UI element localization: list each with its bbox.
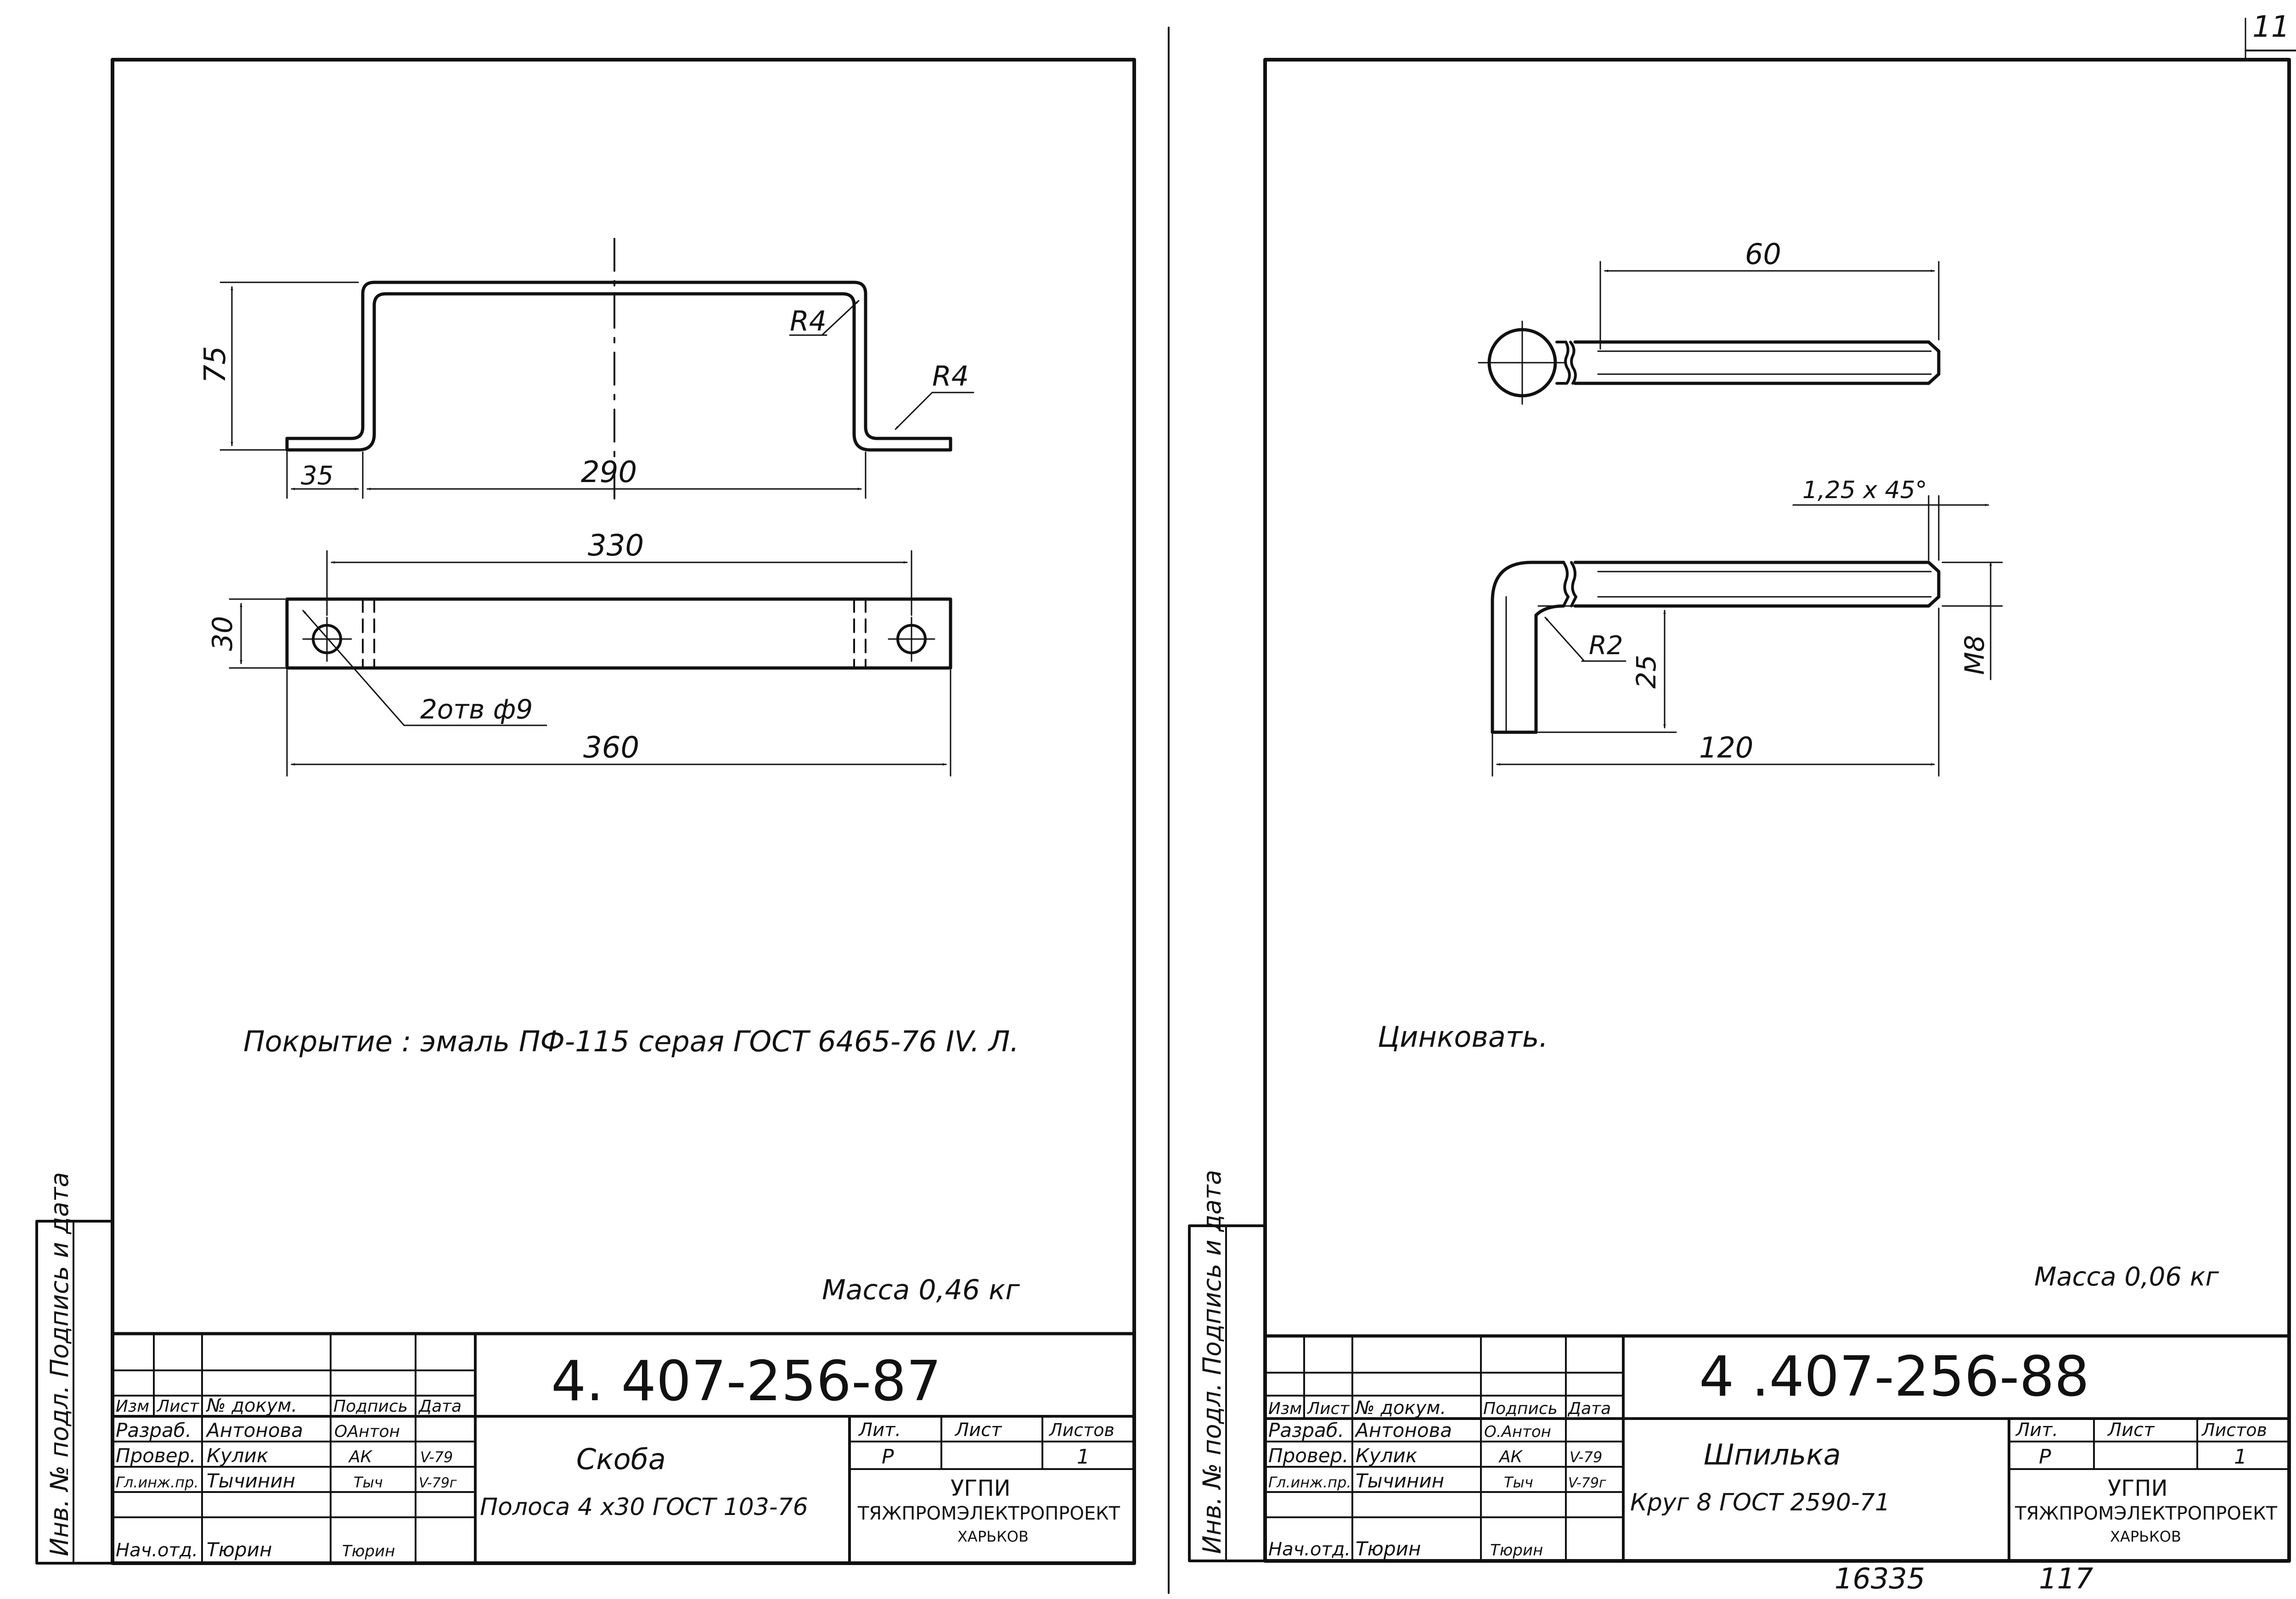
- left-row5-role: Нач.отд.: [116, 1540, 198, 1561]
- right-city: ХАРЬКОВ: [2110, 1528, 2181, 1545]
- dim-leg: 25: [1631, 655, 1662, 689]
- left-note: Покрытие : эмаль ПФ-115 серая ГОСТ 6465-…: [243, 1025, 1019, 1058]
- left-row3-date: V-79г: [419, 1475, 457, 1491]
- dim-flange: 35: [301, 461, 333, 491]
- dim-strip-width: 30: [207, 616, 239, 651]
- dim-thread-length: 60: [1745, 237, 1781, 271]
- right-row2-sign: АК: [1498, 1448, 1523, 1466]
- right-row5-sign: Тюрин: [1490, 1541, 1543, 1560]
- left-row3-person: Тычинин: [207, 1470, 295, 1492]
- right-head-doc: № докум.: [1355, 1397, 1446, 1419]
- right-designation: 4 .407-256-88: [1699, 1345, 2089, 1409]
- right-sheet: Инв. № подл. Подпись и дата 60: [1188, 58, 2291, 1563]
- right-sheets-value: 1: [2234, 1445, 2247, 1469]
- right-sheets-label: Листов: [2201, 1420, 2267, 1440]
- left-row1-sign: ОАнтон: [334, 1422, 400, 1441]
- right-head-date: Дата: [1567, 1399, 1611, 1418]
- left-row2-person: Кулик: [207, 1444, 269, 1467]
- left-head-izm: Изм: [116, 1397, 149, 1416]
- left-sheets-label: Листов: [1048, 1420, 1114, 1440]
- right-row3-person: Тычинин: [1356, 1470, 1444, 1492]
- dim-radius: R2: [1589, 631, 1623, 661]
- dim-radius-inner: R4: [932, 360, 969, 393]
- dim-thread: М8: [1959, 635, 1990, 675]
- dim-inner-width: 290: [581, 455, 637, 489]
- footer-number-2: 117: [2039, 1562, 2093, 1595]
- right-head-izm: Изм: [1268, 1399, 1302, 1418]
- left-lit-value: Р: [882, 1445, 894, 1469]
- right-row3-date: V-79г: [1568, 1475, 1606, 1491]
- left-part-name: Скоба: [576, 1442, 666, 1476]
- stud-side-view: 1,25 х 45° М8 R2 25 120: [1491, 477, 2003, 777]
- left-head-list: Лист: [156, 1397, 199, 1416]
- left-side-stamp-text: Инв. № подл. Подпись и дата: [45, 1172, 74, 1556]
- left-row5-person: Тюрин: [207, 1538, 272, 1561]
- left-row1-person: Антонова: [205, 1419, 303, 1442]
- right-note: Цинковать.: [1378, 1020, 1548, 1054]
- left-designation: 4. 407-256-87: [551, 1350, 941, 1414]
- right-row1-person: Антонова: [1354, 1419, 1452, 1442]
- left-row3-sign: Тыч: [354, 1474, 383, 1491]
- left-title-block: Изм Лист № докум. Подпись Дата Разраб. А…: [111, 1332, 1136, 1565]
- right-row1-role: Разраб.: [1268, 1419, 1344, 1442]
- left-head-doc: № докум.: [206, 1395, 297, 1416]
- left-city: ХАРЬКОВ: [957, 1528, 1029, 1545]
- left-frame: [111, 58, 1136, 1565]
- right-lit-label: Лит.: [2015, 1419, 2058, 1441]
- left-row2-date: V-79: [420, 1448, 453, 1466]
- dim-total-length: 360: [583, 731, 639, 765]
- left-row3-role: Гл.инж.пр.: [116, 1474, 199, 1491]
- page-number: 11: [2252, 10, 2290, 44]
- left-head-date: Дата: [418, 1397, 461, 1416]
- dim-chamfer: 1,25 х 45°: [1802, 477, 1927, 504]
- left-side-stamp: Инв. № подл. Подпись и дата: [35, 1172, 114, 1565]
- dim-radius-outer: R4: [790, 305, 827, 337]
- dim-hole-spacing: 330: [588, 529, 644, 563]
- left-org: УГПИ: [951, 1476, 1011, 1501]
- stud-top-view: 60: [1478, 237, 1941, 405]
- left-material: Полоса 4 х30 ГОСТ 103-76: [480, 1493, 808, 1521]
- right-row5-person: Тюрин: [1356, 1537, 1421, 1560]
- bracket-side-view: 75 R4 R4 35 290: [198, 238, 974, 504]
- right-head-sign: Подпись: [1483, 1399, 1558, 1418]
- left-row5-sign: Тюрин: [342, 1542, 395, 1560]
- right-org2: ТЯЖПРОМЭЛЕКТРОПРОЕКТ: [2015, 1503, 2278, 1524]
- dim-height: 75: [198, 346, 232, 383]
- left-row2-role: Провер.: [116, 1444, 196, 1467]
- right-part-name: Шпилька: [1704, 1438, 1841, 1471]
- left-sheets-value: 1: [1077, 1445, 1090, 1469]
- right-org: УГПИ: [2108, 1476, 2168, 1501]
- right-sheet-label: Лист: [2107, 1419, 2155, 1441]
- right-title-block: Изм Лист № докум. Подпись Дата Разраб. А…: [1263, 1334, 2291, 1563]
- right-row2-person: Кулик: [1356, 1444, 1418, 1467]
- left-mass: Масса 0,46 кг: [822, 1274, 1020, 1306]
- right-row2-role: Провер.: [1268, 1444, 1349, 1467]
- right-material: Круг 8 ГОСТ 2590-71: [1630, 1489, 1890, 1516]
- right-head-list: Лист: [1306, 1399, 1350, 1418]
- left-head-sign: Подпись: [333, 1397, 408, 1416]
- dim-holes: 2отв ф9: [420, 694, 533, 725]
- left-lit-label: Лит.: [858, 1419, 901, 1441]
- right-row5-role: Нач.отд.: [1268, 1539, 1351, 1560]
- left-org2: ТЯЖПРОМЭЛЕКТРОПРОЕКТ: [857, 1503, 1120, 1524]
- right-row3-sign: Тыч: [1504, 1474, 1533, 1491]
- right-mass: Масса 0,06 кг: [2034, 1262, 2219, 1292]
- right-lit-value: Р: [2039, 1445, 2051, 1469]
- right-row3-role: Гл.инж.пр.: [1268, 1474, 1351, 1491]
- right-row2-date: V-79: [1570, 1448, 1602, 1466]
- left-row1-role: Разраб.: [116, 1419, 191, 1442]
- dim-total-length-right: 120: [1699, 731, 1753, 764]
- footer-number: 16335: [1835, 1562, 1925, 1595]
- right-side-stamp: Инв. № подл. Подпись и дата: [1188, 1170, 1266, 1562]
- left-sheet: Инв. № подл. Подпись и дата 75 R4 R4: [35, 58, 1136, 1565]
- left-sheet-label: Лист: [954, 1419, 1002, 1441]
- bracket-top-view: 330 30 2отв ф9 360: [207, 529, 952, 777]
- right-side-stamp-text: Инв. № подл. Подпись и дата: [1198, 1170, 1227, 1554]
- left-row2-sign: АК: [348, 1448, 373, 1466]
- right-row1-sign: О.Антон: [1484, 1423, 1551, 1441]
